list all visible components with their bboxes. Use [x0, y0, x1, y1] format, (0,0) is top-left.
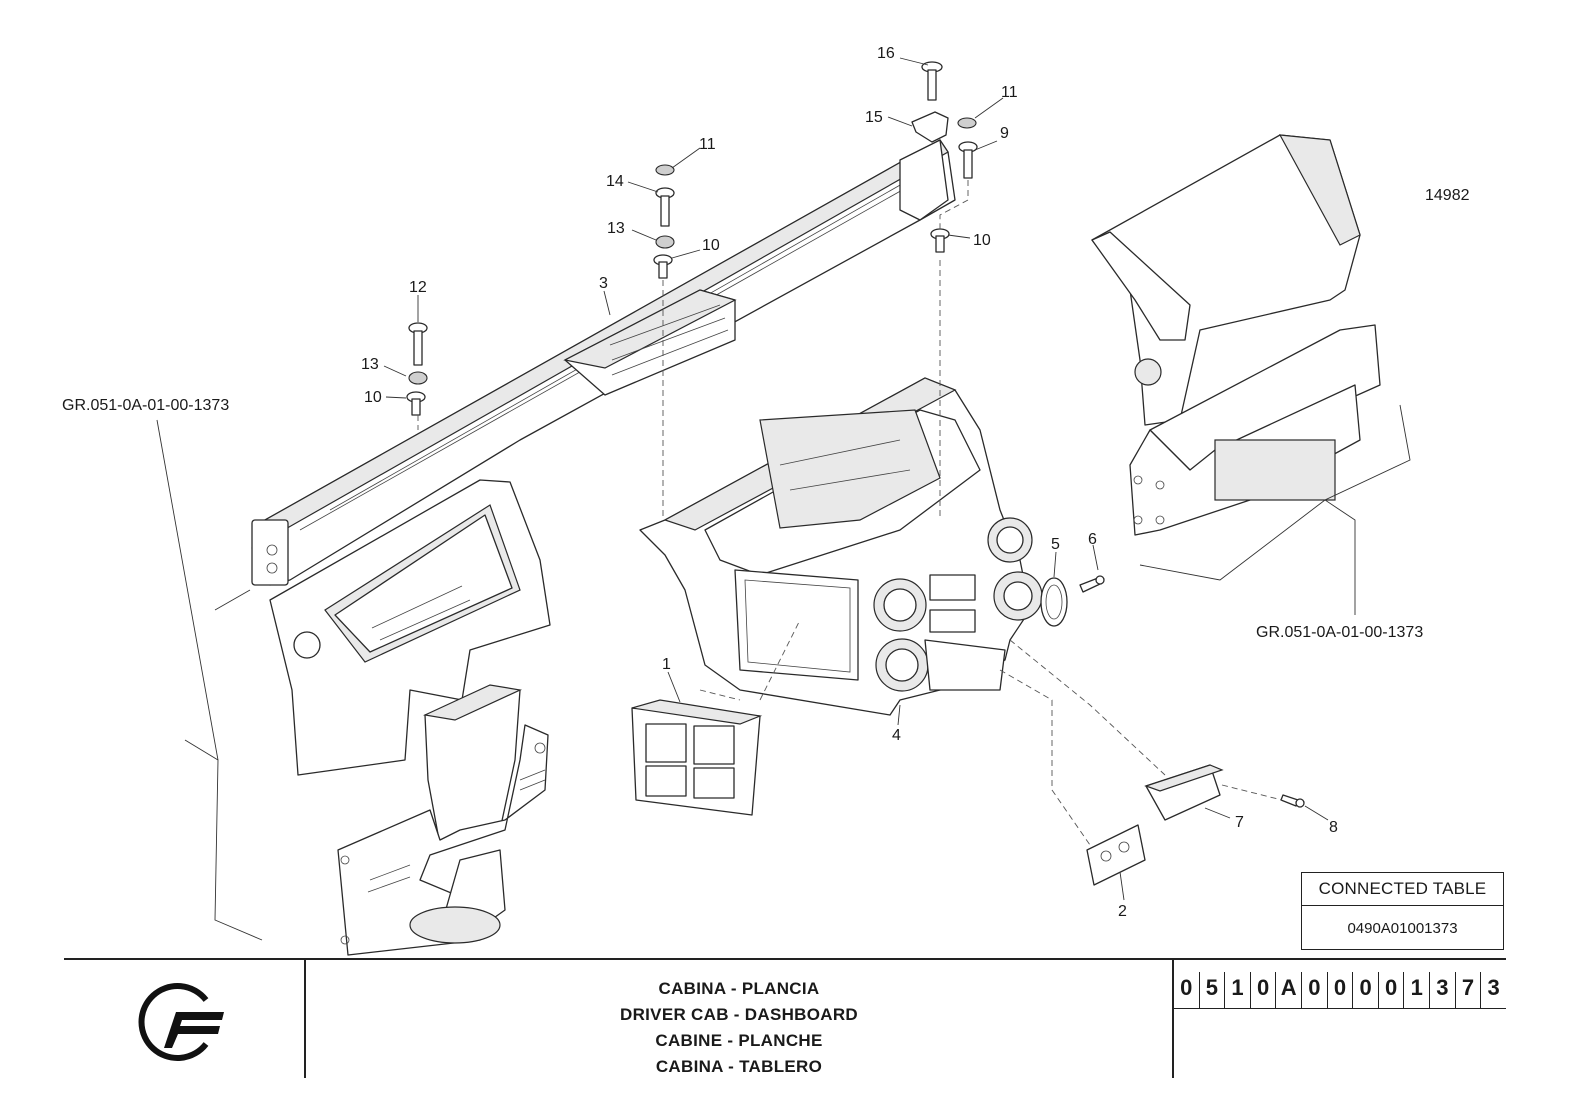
fasteners — [406, 61, 978, 416]
title-english: DRIVER CAB - DASHBOARD — [620, 1005, 858, 1024]
top-rail-part — [251, 139, 956, 586]
code-digit: 3 — [1430, 972, 1456, 1008]
vent-grille-part — [631, 699, 763, 816]
callout-12: 12 — [409, 279, 427, 296]
title-french: CABINE - PLANCHE — [655, 1031, 823, 1050]
callout-11-right: 11 — [1001, 84, 1018, 101]
callout-4: 4 — [892, 727, 901, 744]
group-ref-right: GR.051-0A-01-00-1373 — [1256, 624, 1423, 641]
group-ref-left: GR.051-0A-01-00-1373 — [62, 397, 229, 414]
callout-9: 9 — [1000, 125, 1009, 142]
callout-7: 7 — [1235, 814, 1244, 831]
code-digit: 0 — [1379, 972, 1405, 1008]
callout-13-left: 13 — [361, 356, 379, 373]
callout-2: 2 — [1118, 903, 1127, 920]
ring-part — [1040, 577, 1068, 627]
callout-10-middle: 10 — [702, 237, 720, 254]
callout-16: 16 — [877, 45, 895, 62]
table-code-row: 0 5 1 0 A 0 0 0 0 1 3 7 3 — [1174, 972, 1506, 1009]
drawing-number: 14982 — [1425, 187, 1470, 204]
title-block: CABINA - PLANCIA DRIVER CAB - DASHBOARD … — [64, 958, 1506, 1078]
leader-lines — [383, 57, 1329, 901]
code-digit: 1 — [1225, 972, 1251, 1008]
assembly-lines — [417, 180, 1283, 846]
title-spanish: CABINA - TABLERO — [655, 1057, 823, 1076]
connected-table-code: 0490A01001373 — [1347, 919, 1458, 937]
code-digit: 3 — [1487, 975, 1500, 1000]
code-digit: 0 — [1353, 972, 1379, 1008]
callout-14: 14 — [606, 173, 624, 190]
center-console-part — [639, 377, 1043, 716]
code-digit: 7 — [1456, 972, 1482, 1008]
callout-1: 1 — [662, 656, 671, 673]
title-block-divider — [304, 958, 306, 1078]
brand-logo-icon — [138, 983, 224, 1061]
left-cluster-housing-part — [269, 479, 551, 776]
code-digit: 5 — [1200, 972, 1226, 1008]
title-italian: CABINA - PLANCIA — [658, 979, 820, 998]
steering-column-cover-part — [337, 684, 549, 956]
callout-labels: 1 2 3 4 5 6 7 8 9 10 10 10 11 11 12 13 1… — [361, 45, 1338, 920]
title-block-border — [64, 958, 1506, 960]
callout-6: 6 — [1088, 531, 1097, 548]
title-lines: CABINA - PLANCIA DRIVER CAB - DASHBOARD … — [306, 976, 1172, 1080]
group-brackets — [156, 404, 1411, 941]
cover-block-part — [1144, 764, 1224, 821]
connected-table-header: CONNECTED TABLE — [1302, 873, 1503, 906]
callout-8: 8 — [1329, 819, 1338, 836]
callout-5: 5 — [1051, 536, 1060, 553]
code-digit: 1 — [1404, 972, 1431, 1008]
code-digit: 0 — [1328, 972, 1354, 1008]
callout-11-middle: 11 — [699, 136, 716, 153]
callout-3: 3 — [599, 275, 608, 292]
callout-15: 15 — [865, 109, 883, 126]
right-upper-housing-part — [1091, 134, 1381, 536]
code-digit: 0 — [1174, 972, 1200, 1008]
callout-10-right: 10 — [973, 232, 991, 249]
connected-table-box: CONNECTED TABLE 0490A01001373 — [1301, 872, 1504, 950]
callout-13-middle: 13 — [607, 220, 625, 237]
code-digit: A — [1276, 972, 1303, 1008]
screw-part-6 — [1079, 575, 1105, 593]
plate-part — [1086, 824, 1146, 886]
callout-10-left: 10 — [364, 389, 382, 406]
exploded-parts-drawing: 14982 — [62, 45, 1470, 956]
code-digit: 0 — [1251, 972, 1277, 1008]
title-block-divider — [1172, 958, 1174, 1078]
screw-part-8 — [1280, 794, 1305, 808]
code-digit: 0 — [1302, 972, 1328, 1008]
